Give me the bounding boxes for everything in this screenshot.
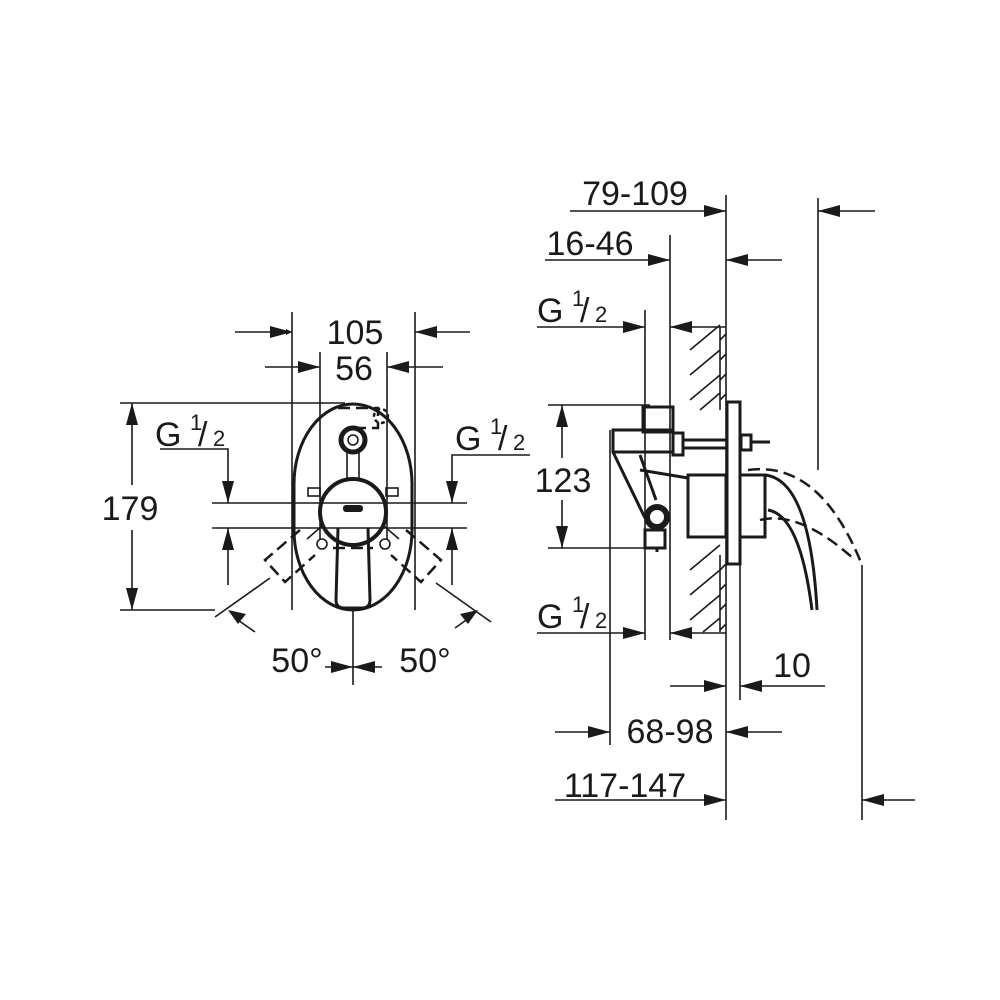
thread-den: 2	[213, 426, 225, 451]
dim-105: 105	[235, 312, 470, 610]
front-view: 105 56 179 G 1 / 2	[102, 312, 530, 685]
dim-123: 123	[535, 404, 650, 549]
angle-left-label: 50°	[271, 642, 322, 680]
thread-num: 1	[572, 286, 584, 311]
side-view: 79-109 16-46 G 1 / 2	[535, 175, 915, 820]
thread-base: G	[537, 598, 563, 636]
thread-bottom: G 1 / 2	[537, 592, 726, 639]
thread-base: G	[455, 420, 481, 458]
dim-179-label: 179	[102, 490, 159, 528]
mixer-side	[611, 400, 864, 611]
dim-56-label: 56	[335, 350, 373, 388]
wall-hatch	[689, 324, 727, 633]
thread-den: 2	[595, 302, 607, 327]
dim-68-98-label: 68-98	[627, 713, 714, 751]
thread-slash: /	[498, 420, 508, 458]
thread-num: 1	[190, 410, 202, 435]
thread-left: G 1 / 2	[155, 410, 234, 585]
thread-slash: /	[580, 598, 590, 636]
thread-base: G	[537, 292, 563, 330]
angle-right-label: 50°	[399, 642, 450, 680]
thread-top: G 1 / 2	[537, 286, 726, 333]
thread-slash: /	[580, 292, 590, 330]
dim-179: 179	[102, 402, 345, 611]
dim-79-109-label: 79-109	[582, 175, 688, 213]
angle-dims: 50° 50°	[214, 577, 492, 685]
dim-105-label: 105	[327, 314, 384, 352]
thread-base: G	[155, 416, 181, 454]
thread-den: 2	[595, 608, 607, 633]
thread-num: 1	[490, 414, 502, 439]
thread-slash: /	[198, 416, 208, 454]
dim-16-46-label: 16-46	[547, 225, 634, 263]
thread-den: 2	[513, 430, 525, 455]
thread-right: G 1 / 2	[446, 414, 530, 585]
dim-117-147-label: 117-147	[564, 767, 686, 805]
dim-123-label: 123	[535, 462, 592, 500]
thread-num: 1	[572, 592, 584, 617]
dim-10-label: 10	[773, 647, 811, 685]
